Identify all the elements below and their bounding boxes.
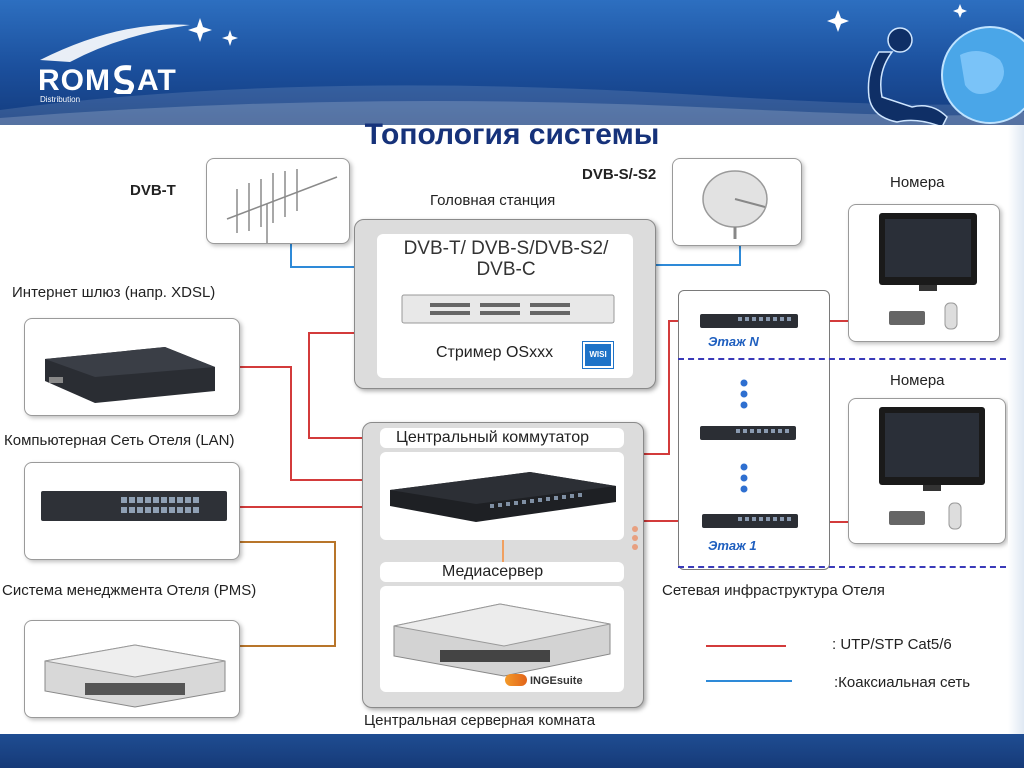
- logo-text-right: AT: [137, 64, 177, 97]
- star-icon: [188, 4, 967, 46]
- set-top-box-icon: [889, 511, 925, 525]
- floor-mid-switch: [700, 424, 796, 442]
- floor-divider-top: [678, 358, 1006, 360]
- coax-line-dvbs: [739, 244, 741, 266]
- remote-icon: [944, 302, 958, 330]
- utp-line-rooms-bottom: [798, 521, 886, 523]
- logo-subtitle: Distribution: [40, 95, 81, 104]
- page-title: Топология системы: [364, 118, 660, 151]
- server-room-label: Центральная серверная комната: [364, 712, 596, 729]
- logo: ROM AT: [38, 64, 177, 98]
- floor-1-switch: [702, 512, 798, 530]
- utp-line-internet-h: [238, 366, 292, 368]
- rack-unit-icon: [401, 294, 615, 324]
- tv-icon: [879, 407, 985, 491]
- switch-media-link: [502, 540, 504, 562]
- wisi-badge: WISI: [582, 341, 614, 369]
- network-switch-icon: [41, 491, 227, 521]
- dvbt-label: DVB-T: [130, 182, 176, 199]
- dvbs-label: DVB-S/-S2: [582, 166, 657, 183]
- ingesuite-mark-icon: [505, 674, 527, 686]
- network-switch-icon: [390, 472, 616, 522]
- rooms-top-label: Номера: [890, 174, 945, 191]
- header-banner: ROM AT Distribution: [0, 0, 1024, 125]
- central-switch-title-box: [380, 428, 624, 448]
- pms-server-box: [24, 620, 240, 718]
- set-top-box-icon: [889, 311, 925, 325]
- coax-line-dvbt-h: [290, 266, 356, 268]
- network-switch-icon: [700, 314, 798, 328]
- ingesuite-logo: INGEsuite: [505, 674, 617, 690]
- legend-coax-line: [706, 680, 792, 682]
- network-switch-icon: [700, 426, 796, 440]
- streamer-label: Стример OSxxx: [436, 344, 554, 361]
- media-server-label: Медиасервер: [442, 563, 544, 580]
- remote-icon: [948, 502, 962, 530]
- rooms-top-box: [848, 204, 1000, 342]
- server-icon: [44, 644, 226, 708]
- legend-utp-text: : UTP/STP Cat5/6: [832, 636, 952, 653]
- pms-label: Система менеджмента Отеля (PMS): [2, 582, 257, 599]
- dvbs-dish-box: [672, 158, 802, 246]
- floor-n-switch: [700, 312, 798, 330]
- headend-label: Головная станция: [430, 192, 556, 209]
- dvbt-antenna-box: [206, 158, 350, 244]
- utp-line-headend-h2: [308, 437, 364, 439]
- rooms-bottom-label: Номера: [890, 372, 945, 389]
- floor-dots-top: [739, 378, 749, 410]
- headend-rack-unit: [400, 291, 616, 327]
- lan-label: Компьютерная Сеть Отеля (LAN): [4, 432, 235, 449]
- utp-line-internet-h2: [290, 479, 364, 481]
- utp-line-pms-h1: [238, 541, 336, 543]
- footer-bar: [0, 734, 1024, 768]
- headend-box-title: DVB-T/ DVB-S/DVB-S2/ DVB-C: [403, 238, 609, 280]
- header-decoration: [0, 4, 1024, 125]
- utp-line-switch-up-v: [668, 320, 670, 455]
- router-icon: [45, 347, 215, 403]
- logo-text-left: ROM: [38, 64, 111, 97]
- media-server-box: [380, 586, 624, 692]
- utp-line-switch-floor1: [643, 520, 703, 522]
- network-switch-icon: [702, 514, 798, 528]
- logo-s-mark: [111, 64, 137, 96]
- utp-line-switch-up-h: [640, 453, 670, 455]
- media-server-title-box: [380, 562, 624, 582]
- ingesuite-text: INGEsuite: [530, 675, 583, 687]
- legend-utp-line: [706, 645, 786, 647]
- network-infra-label: Сетевая инфраструктура Отеля: [662, 582, 885, 599]
- satellite-dish-icon: [702, 170, 768, 239]
- utp-line-lan: [238, 506, 364, 508]
- utp-line-headend-h1: [308, 332, 356, 334]
- person-silhouette-icon: [867, 27, 948, 125]
- floor-divider-bottom: [678, 566, 1006, 568]
- coax-line-dvbt: [290, 242, 292, 268]
- coax-line-dvbs-h: [655, 264, 741, 266]
- rooms-bottom-box: [848, 398, 1006, 544]
- utp-line-pms-h2: [238, 645, 336, 647]
- floor-n-label: Этаж N: [708, 334, 759, 349]
- tv-icon: [879, 213, 977, 291]
- server-icon: [393, 603, 611, 677]
- internet-router-box: [24, 318, 240, 416]
- legend-coax-text: :Коаксиальная сеть: [834, 674, 971, 691]
- floor-dots-bottom: [739, 462, 749, 494]
- wisi-badge-text: WISI: [589, 350, 607, 359]
- lan-switch-box: [24, 462, 240, 560]
- utp-line-rooms-top: [798, 320, 886, 322]
- server-room-dots: [630, 525, 640, 553]
- utp-line-pms-v: [334, 541, 336, 646]
- utp-line-headend-v: [308, 332, 310, 438]
- central-switch-box: [380, 452, 624, 540]
- right-edge-band: [1008, 125, 1024, 734]
- central-switch-label: Центральный коммутатор: [396, 429, 589, 446]
- internet-label: Интернет шлюз (напр. XDSL): [12, 284, 216, 301]
- floor-1-label: Этаж 1: [708, 538, 757, 553]
- utp-line-internet-v: [290, 366, 292, 480]
- antenna-icon: [226, 169, 338, 243]
